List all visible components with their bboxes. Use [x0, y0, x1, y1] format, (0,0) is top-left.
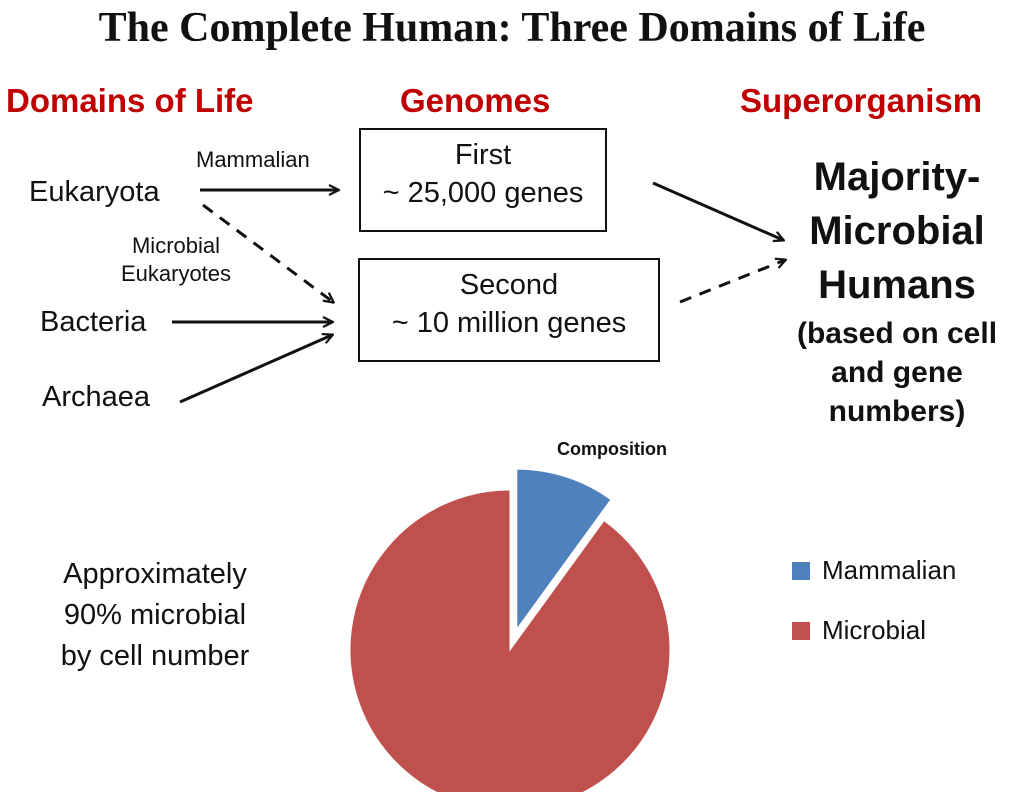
label-mammalian: Mammalian: [196, 147, 310, 172]
superorganism-sub2: and gene: [831, 356, 963, 389]
arrow-archaea: [179, 335, 332, 404]
superorganism-line2: Microbial: [809, 209, 985, 253]
domain-archaea: Archaea: [42, 381, 151, 413]
approx-line2: 90% microbial: [63, 599, 247, 631]
genome-first-genes: ~ 25,000 genes: [382, 177, 584, 209]
domain-eukaryota: Eukaryota: [29, 176, 160, 208]
header-superorganism: Superorganism: [740, 82, 983, 119]
legend-item-microbial: Microbial: [792, 615, 926, 646]
superorganism-sub3: numbers): [828, 395, 966, 428]
approx-line3: by cell number: [60, 640, 250, 672]
superorganism-text: Majority- Microbial Humans (based on cel…: [770, 150, 1024, 431]
genome-box-second: Second ~ 10 million genes: [358, 258, 660, 362]
legend-swatch-mammalian: [792, 561, 810, 580]
pie-slice-microbial: [349, 489, 671, 792]
arrow-microbial-eukaryotes: [202, 203, 333, 302]
header-domains-of-life: Domains of Life: [6, 82, 254, 119]
legend-label-mammalian: Mammalian: [822, 555, 957, 585]
genome-first-name: First: [454, 139, 512, 171]
legend-item-mammalian: Mammalian: [792, 555, 956, 586]
label-microbial-line1: Microbial: [131, 233, 221, 258]
domain-bacteria: Bacteria: [40, 306, 147, 338]
superorganism-line1: Majority-: [813, 155, 981, 199]
approx-line1: Approximately: [63, 558, 247, 590]
pie-slice-mammalian: [516, 468, 612, 631]
label-microbial-line2: Eukaryotes: [120, 261, 232, 286]
approx-text: Approximately 90% microbial by cell numb…: [20, 554, 290, 677]
pie-chart: [349, 468, 671, 792]
arrow-first-to-superorganism: [652, 181, 783, 240]
genome-second-name: Second: [459, 269, 559, 301]
header-genomes: Genomes: [400, 82, 551, 119]
legend-label-microbial: Microbial: [822, 615, 927, 645]
arrow-second-to-superorganism: [679, 260, 785, 304]
superorganism-line3: Humans: [818, 263, 976, 307]
genome-box-first: First ~ 25,000 genes: [359, 128, 607, 232]
legend-swatch-microbial: [792, 621, 810, 640]
label-microbial-eukaryotes: Microbial Eukaryotes: [106, 232, 246, 288]
pie-title: Composition: [557, 439, 667, 459]
page-title: The Complete Human: Three Domains of Lif…: [98, 5, 926, 51]
superorganism-sub1: (based on cell: [796, 317, 998, 350]
genome-second-genes: ~ 10 million genes: [391, 307, 627, 339]
